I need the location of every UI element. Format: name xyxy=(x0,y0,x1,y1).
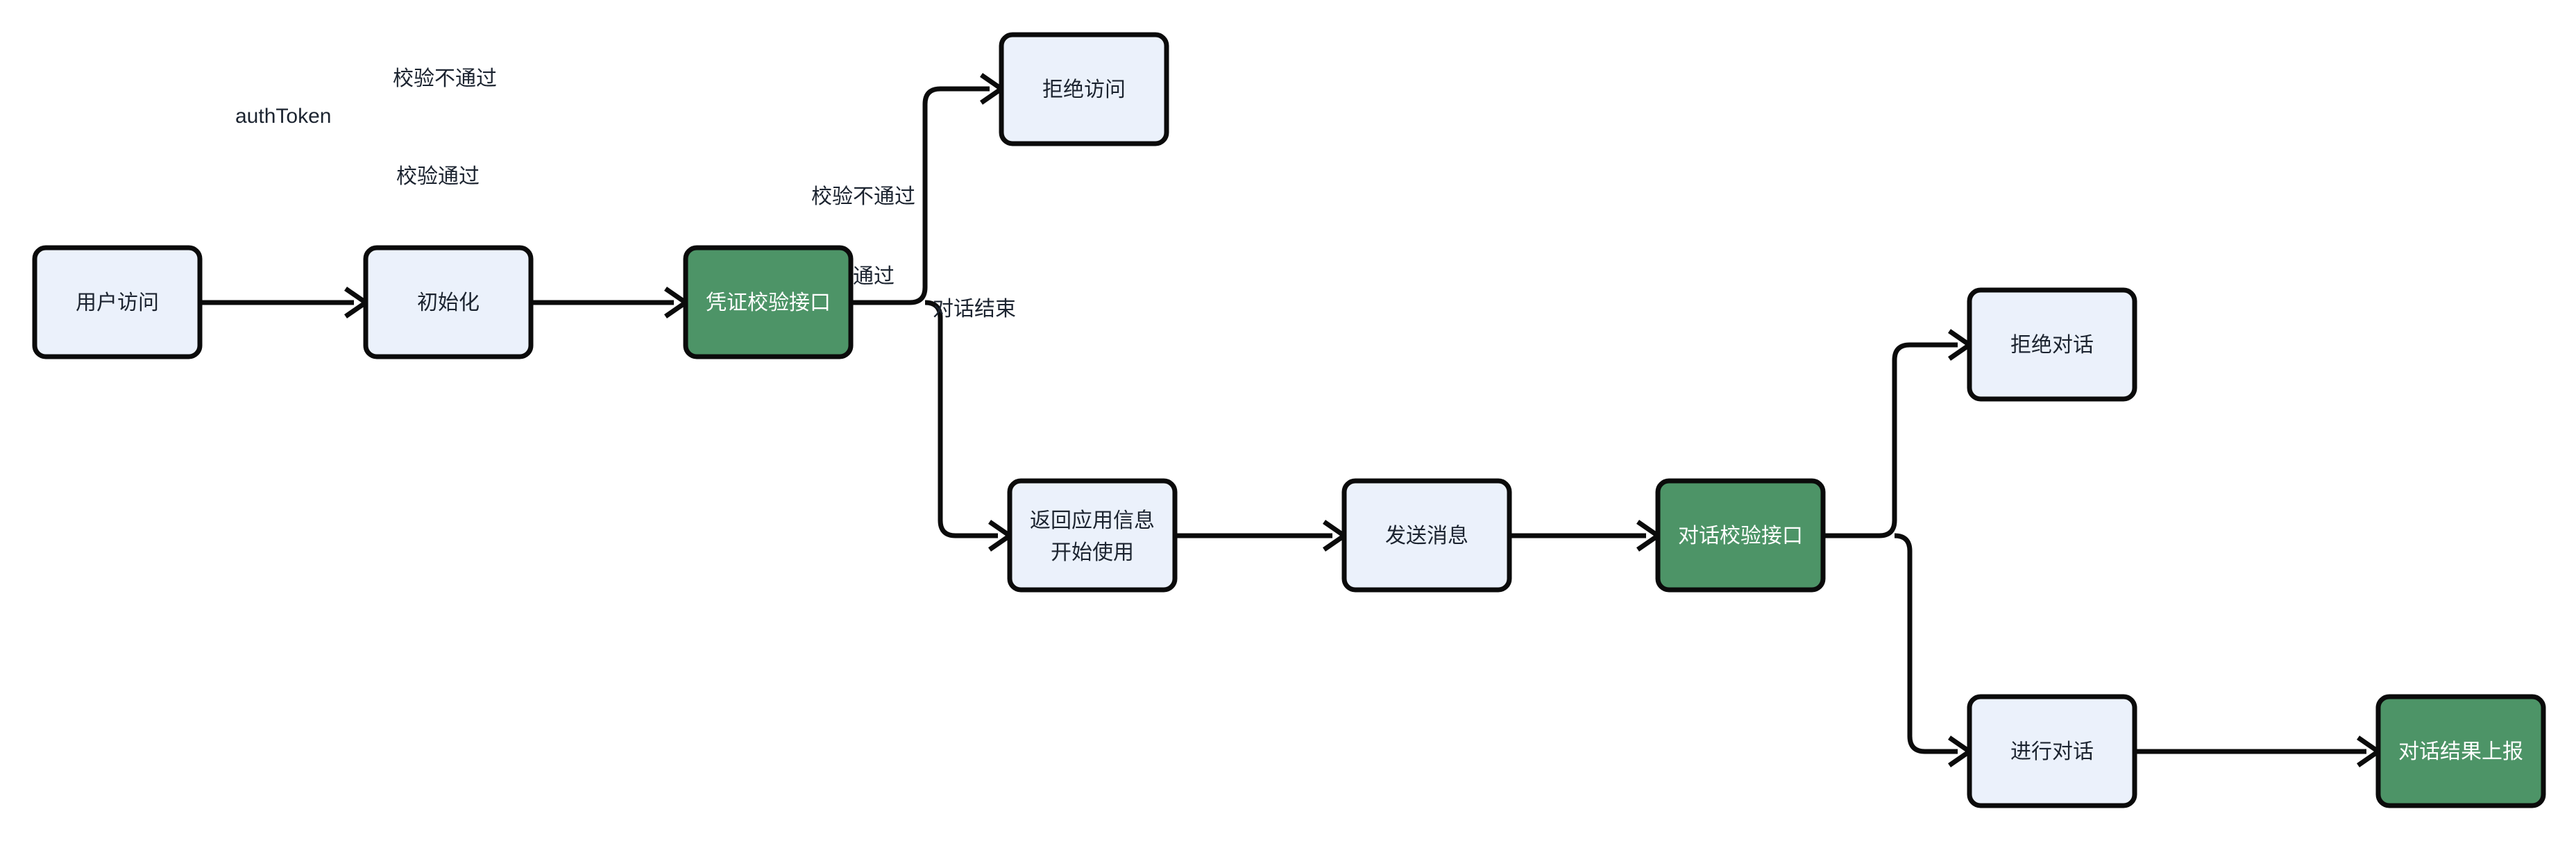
node-label-deny-access: 拒绝访问 xyxy=(1042,78,1126,101)
edge-dialog-verify-to-reject-dialog xyxy=(1823,329,1974,538)
edge-user-access-to-initialize xyxy=(200,287,371,318)
node-label-conduct-dialog: 进行对话 xyxy=(2010,740,2094,763)
edge-send-message-to-dialog-verify xyxy=(1509,520,1663,552)
node-label-user-access: 用户访问 xyxy=(76,291,159,314)
node-deny-access[interactable]: 拒绝访问 xyxy=(999,32,1169,146)
node-label-return-app-info-line1: 返回应用信息 xyxy=(1030,509,1155,532)
node-reject-dialog[interactable]: 拒绝对话 xyxy=(1967,287,2137,402)
node-group: 用户访问 初始化 凭证校验接口 拒绝访问 返回应用信息 开始使用 xyxy=(32,32,2546,808)
node-shape[interactable] xyxy=(32,245,203,359)
edge-label-auth-token: authToken xyxy=(235,105,331,128)
node-shape[interactable] xyxy=(1967,694,2137,808)
edge-conduct-dialog-to-report-result xyxy=(2135,736,2383,767)
node-shape[interactable] xyxy=(1655,478,1826,593)
edge-label-verify-failed-credential: 校验不通过 xyxy=(393,67,497,90)
edge-label-verify-passed-credential: 校验通过 xyxy=(396,165,480,188)
node-label-report-result: 对话结果上报 xyxy=(2398,740,2523,763)
node-initialize[interactable]: 初始化 xyxy=(363,245,534,359)
edge-line xyxy=(1894,533,1958,754)
node-label-reject-dialog: 拒绝对话 xyxy=(2010,334,2094,357)
node-shape[interactable] xyxy=(999,32,1169,146)
edge-label-dialog-ended: 对话结束 xyxy=(933,298,1016,321)
edge-initialize-to-credential-verify xyxy=(532,287,690,318)
edge-line xyxy=(924,300,998,538)
node-report-result[interactable]: 对话结果上报 xyxy=(2375,694,2546,808)
node-shape[interactable] xyxy=(363,245,534,359)
edge-label-group: authToken 校验不通过 校验通过 校验不通过 校验通过 对话结束 xyxy=(235,67,1016,321)
node-shape[interactable] xyxy=(2375,694,2546,808)
edge-credential-verify-to-return-app-info xyxy=(924,300,1015,552)
edge-line xyxy=(1823,342,1958,538)
edge-return-app-info-to-send-message xyxy=(1175,520,1349,552)
node-shape[interactable] xyxy=(1341,478,1512,593)
edge-label-verify-failed-dialog: 校验不通过 xyxy=(811,185,915,208)
node-label-return-app-info-line2: 开始使用 xyxy=(1051,541,1134,564)
node-shape[interactable] xyxy=(683,245,854,359)
node-send-message[interactable]: 发送消息 xyxy=(1341,478,1512,593)
node-label-initialize: 初始化 xyxy=(417,291,480,314)
node-shape[interactable] xyxy=(1007,478,1178,593)
node-user-access[interactable]: 用户访问 xyxy=(32,245,203,359)
node-dialog-verify[interactable]: 对话校验接口 xyxy=(1655,478,1826,593)
node-label-credential-verify: 凭证校验接口 xyxy=(706,291,831,314)
node-label-dialog-verify: 对话校验接口 xyxy=(1678,525,1803,547)
node-return-app-info[interactable]: 返回应用信息 开始使用 xyxy=(1007,478,1178,593)
node-conduct-dialog[interactable]: 进行对话 xyxy=(1967,694,2137,808)
node-shape[interactable] xyxy=(1967,287,2137,402)
node-label-send-message: 发送消息 xyxy=(1385,525,1468,547)
node-credential-verify[interactable]: 凭证校验接口 xyxy=(683,245,854,359)
edge-line xyxy=(851,86,990,305)
edge-group xyxy=(200,73,2383,767)
edge-dialog-verify-to-conduct-dialog xyxy=(1894,533,1974,767)
